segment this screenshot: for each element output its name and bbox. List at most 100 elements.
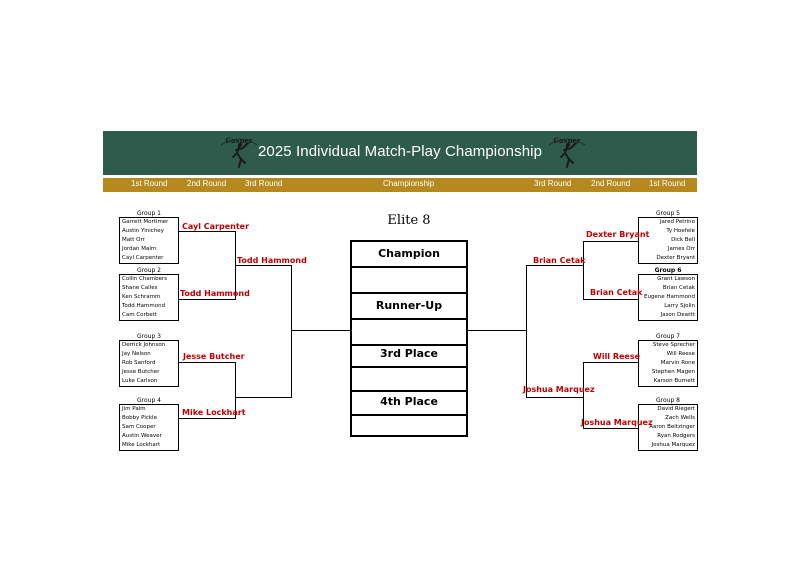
- player-name: Derrick Johnson: [122, 342, 166, 348]
- bracket-line: [179, 299, 235, 300]
- winner-name: Dexter Bryant: [586, 230, 650, 239]
- winner-name: Brian Cetak: [590, 288, 643, 297]
- round-label: 2nd Round: [591, 179, 631, 188]
- title-banner: Casper 2025 Individual Match-Play Champi…: [103, 131, 697, 175]
- round-label: Championship: [383, 179, 435, 188]
- group-box: Grant Lawson Brian Cetak Eugene Hammond …: [638, 274, 698, 321]
- rounds-bar: 1st Round 2nd Round 3rd Round Championsh…: [103, 178, 697, 192]
- group-label: Group 2: [137, 267, 161, 274]
- group-label: Group 3: [137, 333, 161, 340]
- player-name: Austin Yinichey: [122, 228, 164, 234]
- bracket-line: [526, 265, 527, 398]
- player-name: Todd Hammond: [122, 303, 166, 309]
- runner-up-slot: Runner-Up: [352, 294, 466, 320]
- player-name: Luke Carlson: [122, 378, 158, 384]
- player-name: Stephen Magen: [651, 369, 695, 375]
- player-name: James Orr: [667, 246, 695, 252]
- player-name: Eugene Hammond: [643, 294, 695, 300]
- group-box: Garrett Mortimer Austin Yinichey Matt Or…: [119, 217, 179, 264]
- group-box: Jared Petrino Ty Hoefele Dick Bell James…: [638, 217, 698, 264]
- bracket-line: [179, 231, 235, 232]
- bracket-line: [583, 362, 638, 363]
- winner-name: Todd Hammond: [180, 289, 250, 298]
- group-box: Jim Palm Bobby Pickle Sam Cooper Austin …: [119, 404, 179, 451]
- player-name: Grant Lawson: [657, 276, 695, 282]
- player-name: Will Reese: [666, 351, 695, 357]
- player-name: Steve Sprecher: [652, 342, 695, 348]
- bracket-line: [179, 418, 235, 419]
- group-label: Group 6: [654, 267, 682, 274]
- group-label: Group 5: [656, 210, 680, 217]
- group-box: Derrick Johnson Jay Nelson Rob Sanford J…: [119, 340, 179, 387]
- group-label: Group 7: [656, 333, 680, 340]
- group-label: Group 1: [137, 210, 161, 217]
- fourth-place-slot: 4th Place: [352, 390, 466, 416]
- player-name: Jim Palm: [122, 406, 146, 412]
- champion-slot: Champion: [352, 242, 466, 268]
- winner-name: Cayl Carpenter: [182, 222, 250, 231]
- winner-name: Jesse Butcher: [183, 352, 245, 361]
- group-box: Steve Sprecher Will Reese Marvin Rone St…: [638, 340, 698, 387]
- player-name: Cayl Carpenter: [122, 255, 164, 261]
- logo-text: Casper: [225, 136, 252, 145]
- player-name: Larry Sjolin: [664, 303, 695, 309]
- bracket-line: [583, 241, 638, 242]
- player-name: David Riegert: [657, 406, 695, 412]
- player-name: Bobby Pickle: [122, 415, 157, 421]
- player-name: Shane Calles: [122, 285, 158, 291]
- elite-8-heading: Elite 8: [387, 213, 431, 228]
- third-place-slot: 3rd Place: [352, 342, 466, 368]
- group-box: Collin Chambers Shane Calles Ken Schramm…: [119, 274, 179, 321]
- bracket-line: [583, 362, 584, 429]
- champion-entry: [352, 268, 466, 294]
- round-label: 1st Round: [649, 179, 686, 188]
- player-name: Cam Corbett: [122, 312, 157, 318]
- golfer-logo-icon: Casper: [220, 136, 258, 168]
- bracket-line: [235, 362, 236, 419]
- winner-name: Todd Hammond: [237, 256, 307, 265]
- player-name: Dexter Bryant: [656, 255, 695, 261]
- winner-name: Mike Lockhart: [182, 408, 246, 417]
- player-name: Jason Dewitt: [660, 312, 695, 318]
- logo-text: Casper: [553, 136, 580, 145]
- winner-name: Brian Cetak: [533, 256, 586, 265]
- player-name: Jesse Butcher: [122, 369, 160, 375]
- championship-box: Champion Runner-Up 3rd Place 4th Place: [350, 240, 468, 437]
- player-name: Brian Cetak: [662, 285, 695, 291]
- player-name: Collin Chambers: [122, 276, 168, 282]
- round-label: 3rd Round: [245, 179, 283, 188]
- winner-name: Will Reese: [593, 352, 641, 361]
- player-name: Jay Nelson: [122, 351, 151, 357]
- player-name: Ty Hoefele: [666, 228, 695, 234]
- third-place-entry: [352, 366, 466, 392]
- group-label: Group 8: [656, 397, 680, 404]
- bracket-line: [291, 265, 292, 398]
- player-name: Karson Burnett: [653, 378, 695, 384]
- bracket-line: [583, 299, 638, 300]
- bracket-line: [583, 428, 638, 429]
- bracket-line: [291, 330, 350, 331]
- player-name: Zach Wells: [665, 415, 695, 421]
- round-label: 1st Round: [131, 179, 168, 188]
- bracket-line: [179, 362, 235, 363]
- bracket-line: [235, 397, 291, 398]
- player-name: Jordan Malm: [122, 246, 157, 252]
- round-label: 2nd Round: [187, 179, 227, 188]
- player-name: Joshua Marquez: [651, 442, 695, 448]
- player-name: Austin Weaver: [122, 433, 162, 439]
- player-name: Jared Petrino: [659, 219, 695, 225]
- player-name: Aaron Beitzinger: [649, 424, 695, 430]
- page-title: 2025 Individual Match-Play Championship: [257, 143, 543, 160]
- round-label: 3rd Round: [534, 179, 572, 188]
- player-name: Garrett Mortimer: [122, 219, 169, 225]
- bracket-line: [468, 330, 526, 331]
- golfer-logo-icon: Casper: [548, 136, 586, 168]
- bracket-line: [526, 265, 583, 266]
- bracket-line: [583, 241, 584, 300]
- player-name: Marvin Rone: [660, 360, 695, 366]
- player-name: Rob Sanford: [122, 360, 156, 366]
- group-box: David Riegert Zach Wells Aaron Beitzinge…: [638, 404, 698, 451]
- bracket-line: [526, 397, 583, 398]
- winner-name: Joshua Marquez: [581, 418, 653, 427]
- player-name: Matt Orr: [122, 237, 145, 243]
